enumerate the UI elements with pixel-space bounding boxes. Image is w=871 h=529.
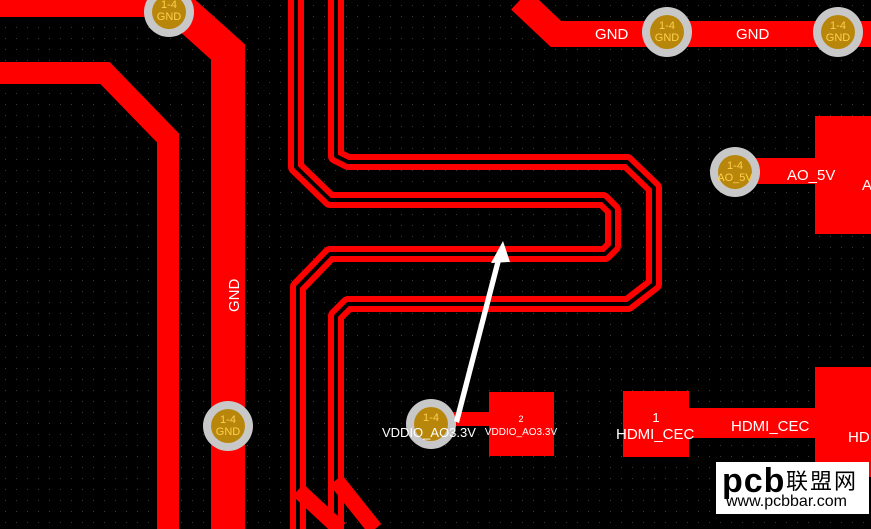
via-2[interactable] — [642, 7, 692, 57]
pad-1[interactable] — [623, 391, 689, 457]
net-label-ao-partial: A — [862, 177, 871, 194]
pad-1-number: 1 — [652, 410, 659, 425]
via-3-net: GND — [826, 32, 851, 44]
trace-bottom-diagonal[interactable] — [292, 484, 346, 529]
via-1-net: GND — [157, 11, 182, 23]
trace-left-outline[interactable] — [0, 62, 179, 529]
net-label-gnd-1: GND — [595, 26, 629, 43]
watermark-cn: 联盟网 — [786, 470, 859, 495]
net-label-gnd-2: GND — [736, 26, 770, 43]
net-label-gnd-vertical: GND — [226, 279, 243, 313]
via-2-layers: 1-4 — [659, 20, 675, 32]
trace-bottom-diagonal-2[interactable] — [329, 475, 382, 529]
hdmi-cec-pad[interactable] — [815, 367, 871, 477]
pad-2[interactable] — [489, 392, 554, 456]
gnd-trace-top-right[interactable] — [511, 0, 871, 47]
watermark-logo: pcb 联盟网 www.pcbbar.com — [716, 462, 869, 514]
via-4-layers: 1-4 — [727, 160, 743, 172]
via-4-net: AO_5V — [717, 172, 753, 184]
via-5-layers: 1-4 — [220, 414, 236, 426]
pad-2-number: 2 — [518, 414, 523, 424]
via-4[interactable] — [710, 147, 760, 197]
via-5[interactable] — [203, 401, 253, 451]
via-5-net: GND — [216, 426, 241, 438]
via-1[interactable] — [144, 0, 194, 37]
via-2-net: GND — [655, 32, 680, 44]
annotation-arrow — [454, 241, 510, 423]
via-6[interactable] — [406, 399, 456, 449]
gnd-trace-top-left[interactable] — [0, 0, 245, 529]
via-3[interactable] — [813, 7, 863, 57]
net-label-hdmi-cec-right: HDMI_CEC — [731, 418, 810, 435]
via-3-layers: 1-4 — [830, 20, 846, 32]
serpentine-trace[interactable] — [288, 0, 662, 529]
pad-1-net: HDMI_CEC — [616, 426, 695, 443]
net-label-hd-partial: HD — [848, 429, 870, 446]
watermark-brand: pcb — [722, 462, 786, 500]
via-1-layers: 1-4 — [161, 0, 177, 11]
via-6-net: VDDIO_AO3.3V — [382, 425, 476, 440]
ao-5v-pad[interactable] — [815, 116, 871, 234]
hdmi-cec-trace[interactable] — [689, 408, 819, 438]
watermark-url: www.pcbbar.com — [726, 493, 847, 510]
via-6-layers: 1-4 — [423, 412, 439, 424]
net-label-ao-5v: AO_5V — [787, 167, 835, 184]
pad-2-net: VDDIO_AO3.3V — [485, 427, 558, 438]
